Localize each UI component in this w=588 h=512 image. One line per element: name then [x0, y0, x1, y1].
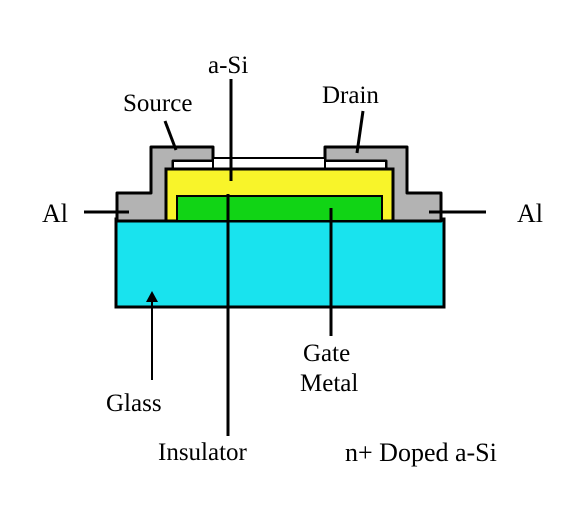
gate-metal-label-line2: Metal	[300, 370, 359, 397]
insulator-label: Insulator	[158, 439, 247, 466]
glass-label: Glass	[106, 390, 162, 417]
gate-metal-label-line1: Gate	[303, 340, 351, 367]
gate-metal-layer	[176, 195, 383, 222]
glass-substrate	[114, 217, 446, 309]
source-leader-line	[163, 120, 178, 151]
n-plus-doped-a-si-label: n+ Doped a-Si	[345, 438, 497, 467]
a-si-label: a-Si	[208, 52, 249, 79]
source-label: Source	[123, 90, 193, 117]
glass-arrow-head	[146, 291, 158, 302]
drain-label: Drain	[322, 82, 379, 109]
drain-leader-line	[355, 110, 365, 154]
al-left-label: Al	[42, 199, 68, 228]
al-right-label: Al	[517, 199, 543, 228]
